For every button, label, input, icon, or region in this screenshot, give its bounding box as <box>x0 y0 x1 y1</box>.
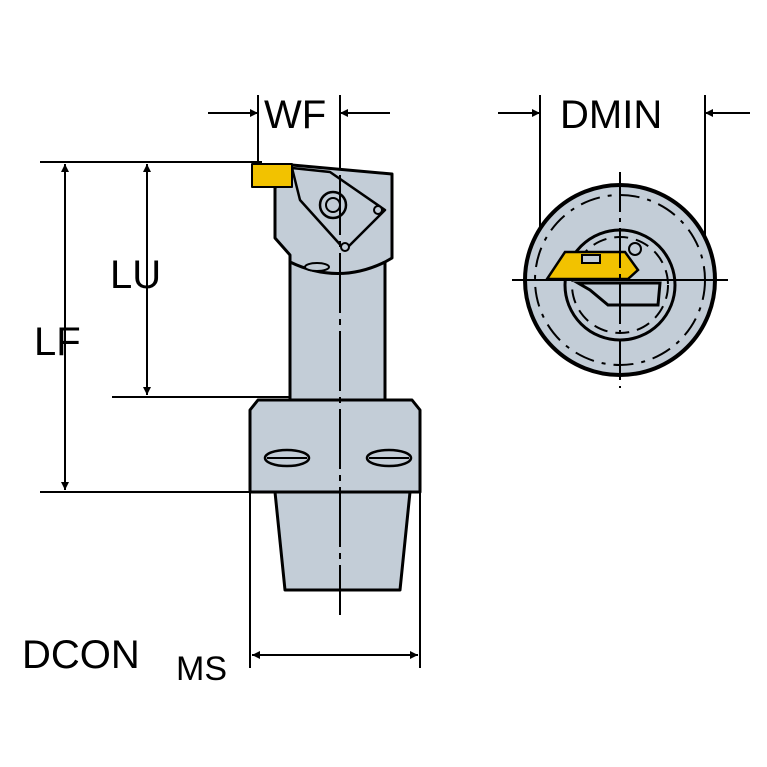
tool-shank <box>288 258 387 402</box>
lu-label: LU <box>110 253 161 297</box>
tool-flange <box>248 398 422 494</box>
lf-label: LF <box>34 320 81 364</box>
dcon-subscript: MS <box>176 650 227 688</box>
end-insert <box>544 250 640 281</box>
insert-screw <box>318 190 348 220</box>
dcon-label: DCON <box>22 633 140 677</box>
head-screw <box>304 262 330 272</box>
tool-shank-taper <box>273 490 412 592</box>
dimension-arrows <box>61 109 750 659</box>
tool-end-view <box>512 172 728 388</box>
wf-label: WF <box>264 93 326 137</box>
dmin-label: DMIN <box>560 93 662 137</box>
cutting-insert <box>251 163 293 188</box>
tool-side-view <box>248 163 422 592</box>
